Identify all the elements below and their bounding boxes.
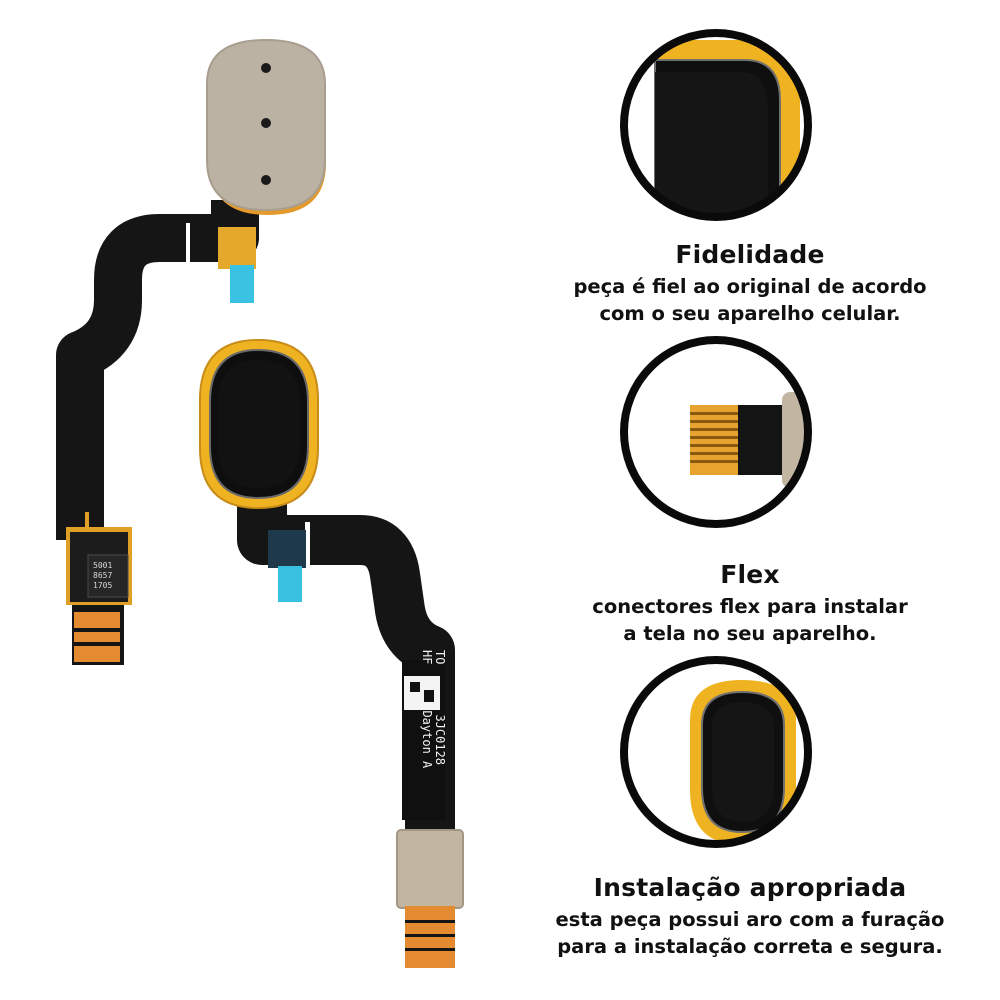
cable-label-line: Dayton A [420,710,434,769]
flex-cable-left [56,38,326,665]
flex-connector-closeup-icon [620,336,812,528]
feature-description-line: conectores flex para instalar [592,595,908,618]
feature-title: Instalação apropriada [593,873,907,902]
cable-label-line: 3JC0128 [433,714,447,766]
cable-label: TO 3JC0128 HF Dayton A [420,650,447,820]
feature-description: esta peça possui aro com a furação para … [530,906,970,960]
feature-fidelidade: Fidelidade peça é fiel ao original de ac… [530,240,970,327]
chip-marking: 5001 8657 1705 [93,561,112,591]
flex-cable-center [199,338,464,968]
feature-flex: Flex conectores flex para instalar a tel… [530,560,970,647]
feature-description-line: com o seu aparelho celular. [599,302,901,325]
feature-description-line: esta peça possui aro com a furação [555,908,945,931]
chip-marking-line: 5001 [93,561,113,570]
feature-description-line: peça é fiel ao original de acordo [573,275,927,298]
chip-marking-line: 8657 [93,571,113,580]
feature-title: Flex [720,560,780,589]
cable-label-line: HF [420,650,434,665]
cable-label-line: TO [433,650,447,665]
fingerprint-sensor-closeup-icon [620,29,812,221]
feature-title: Fidelidade [675,240,825,269]
feature-description: peça é fiel ao original de acordo com o … [530,273,970,327]
chip-marking-line: 1705 [93,581,113,590]
feature-description: conectores flex para instalar a tela no … [530,593,970,647]
feature-description-line: para a instalação correta e segura. [557,935,943,958]
feature-instalacao: Instalação apropriada esta peça possui a… [530,873,970,960]
sensor-ring-closeup-icon [620,656,812,848]
feature-description-line: a tela no seu aparelho. [623,622,877,645]
